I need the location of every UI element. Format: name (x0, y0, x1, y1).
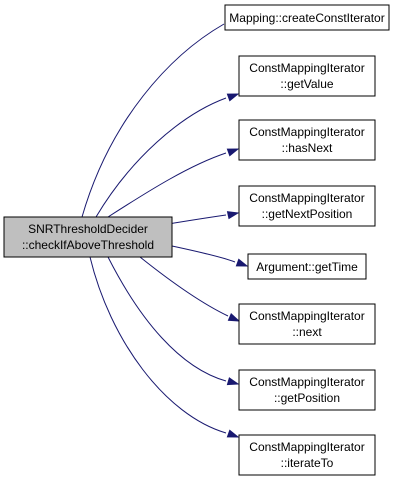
call-edge-line (89, 256, 227, 434)
call-edge-line (171, 245, 236, 263)
callee-node-constmappingiterator-hasnext[interactable]: ConstMappingIterator ::hasNext (238, 119, 376, 161)
call-edge-line (107, 152, 227, 218)
arrowhead-icon (226, 93, 240, 102)
call-edge-line (81, 23, 225, 218)
callee-node-line-2: ::next (292, 325, 322, 339)
callee-node-constmappingiterator-getposition[interactable]: ConstMappingIterator ::getPosition (238, 369, 376, 411)
call-edge-line (139, 256, 229, 317)
call-edge-1 (81, 18, 238, 218)
callee-node-argument-gettime[interactable]: Argument::getTime (247, 253, 367, 280)
callee-node-line-2: ::hasNext (282, 141, 333, 155)
callee-node-label: Argument::getTime (256, 260, 358, 274)
callee-node-line-2: ::getValue (280, 77, 333, 91)
callee-node-line-1: ConstMappingIterator (249, 61, 364, 75)
callee-node-line-1: ConstMappingIterator (249, 191, 364, 205)
callee-node-constmappingiterator-getvalue[interactable]: ConstMappingIterator ::getValue (238, 55, 376, 97)
callee-node-constmappingiterator-next[interactable]: ConstMappingIterator ::next (238, 303, 376, 345)
caller-node-line-2: ::checkIfAboveThreshold (22, 238, 154, 252)
callee-node-constmappingiterator-iterateto[interactable]: ConstMappingIterator ::iterateTo (238, 434, 376, 476)
callee-node-line-1: ConstMappingIterator (249, 440, 364, 454)
arrowhead-icon (227, 312, 241, 322)
callee-node-line-1: ConstMappingIterator (249, 309, 364, 323)
call-edge-8 (89, 256, 240, 438)
arrowhead-icon (226, 211, 240, 220)
callee-node-line-1: ConstMappingIterator (249, 125, 364, 139)
call-edge-3 (107, 148, 240, 218)
call-edge-line (107, 256, 227, 382)
arrowhead-icon (235, 258, 249, 267)
caller-node-line-1: SNRThresholdDecider (28, 222, 148, 236)
callee-node-line-2: ::getPosition (274, 391, 340, 405)
call-edge-7 (107, 256, 240, 386)
callee-node-mapping-createconstiterator[interactable]: Mapping::createConstIterator (224, 4, 390, 31)
call-edge-6 (139, 256, 241, 322)
callee-node-line-1: ConstMappingIterator (249, 375, 364, 389)
arrowhead-icon (226, 148, 240, 157)
caller-node-snrthresholddecider-checkifabovethreshold[interactable]: SNRThresholdDecider ::checkIfAboveThresh… (3, 216, 173, 258)
call-edge-line (95, 97, 227, 218)
call-edge-2 (95, 93, 240, 218)
callee-node-line-2: ::iterateTo (281, 456, 334, 470)
callee-node-label: Mapping::createConstIterator (229, 11, 384, 25)
call-edge-5 (171, 245, 249, 267)
arrowhead-icon (226, 377, 240, 386)
arrowhead-icon (226, 429, 240, 438)
callee-node-constmappingiterator-getnextposition[interactable]: ConstMappingIterator ::getNextPosition (238, 185, 376, 227)
callee-node-line-2: ::getNextPosition (262, 207, 353, 221)
